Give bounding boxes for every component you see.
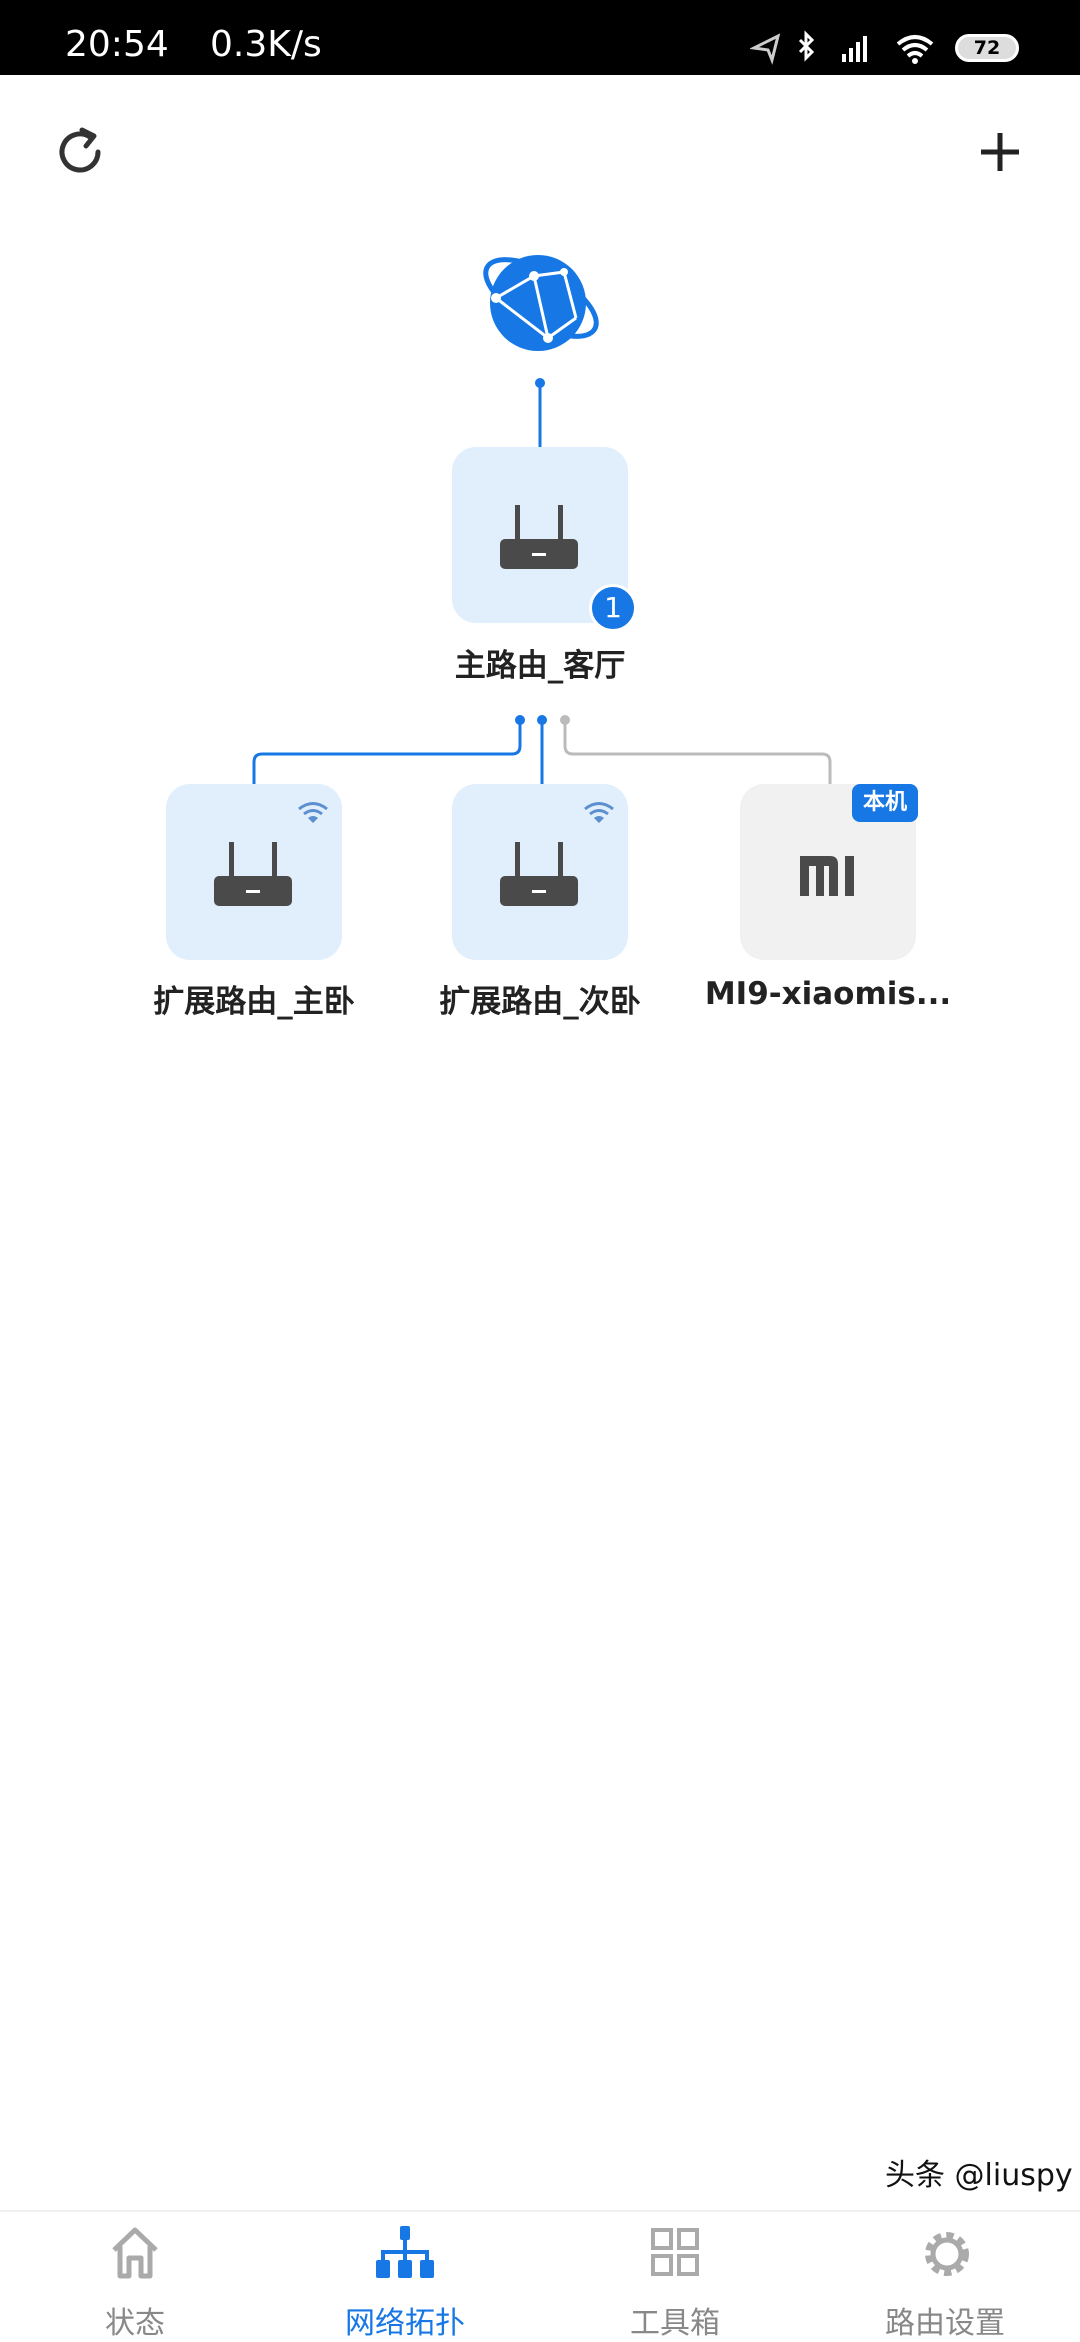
nav-label: 工具箱 bbox=[630, 2306, 720, 2341]
gear-icon bbox=[925, 2232, 969, 2276]
child-node-label: 扩展路由_次卧 bbox=[439, 984, 641, 1020]
clock: 20:54 bbox=[65, 24, 169, 65]
child-node-extender-1[interactable] bbox=[166, 784, 342, 960]
status-icons bbox=[750, 30, 934, 65]
child-node-label: MI9-xiaomis... bbox=[704, 976, 952, 1012]
refresh-icon[interactable] bbox=[52, 124, 108, 180]
child-node-label: 扩展路由_主卧 bbox=[153, 984, 355, 1020]
topology-icon bbox=[376, 2226, 434, 2278]
nav-label: 路由设置 bbox=[885, 2306, 1005, 2341]
nav-label: 网络拓扑 bbox=[345, 2306, 465, 2341]
wifi-icon bbox=[298, 802, 328, 823]
router-icon bbox=[500, 505, 578, 569]
nav-tab-router-settings[interactable]: 路由设置 bbox=[810, 2212, 1080, 2341]
mi-logo-icon bbox=[800, 856, 854, 896]
router-icon bbox=[214, 842, 292, 906]
plus-icon[interactable] bbox=[978, 130, 1022, 174]
nav-tab-status[interactable]: 状态 bbox=[0, 2212, 270, 2341]
globe-icon bbox=[483, 255, 599, 351]
wifi-icon bbox=[584, 802, 614, 823]
nav-divider bbox=[0, 2210, 1080, 2212]
nav-tab-toolbox[interactable]: 工具箱 bbox=[540, 2212, 810, 2341]
status-bar: 20:54 0.3K/s 72 bbox=[0, 0, 1080, 75]
client-count-badge: 1 bbox=[589, 584, 637, 632]
topology-links bbox=[252, 378, 832, 784]
nav-label: 状态 bbox=[105, 2306, 165, 2341]
router-icon bbox=[500, 842, 578, 906]
network-speed: 0.3K/s bbox=[210, 24, 322, 65]
nav-tab-topology[interactable]: 网络拓扑 bbox=[270, 2212, 540, 2341]
grid-icon bbox=[651, 2228, 699, 2276]
battery-indicator: 72 bbox=[955, 34, 1019, 62]
child-node-extender-2[interactable] bbox=[452, 784, 628, 960]
watermark: 头条 @liuspy bbox=[885, 2158, 1073, 2193]
this-device-badge: 本机 bbox=[852, 784, 918, 822]
home-icon bbox=[112, 2227, 158, 2279]
main-router-label: 主路由_客厅 bbox=[454, 648, 626, 684]
